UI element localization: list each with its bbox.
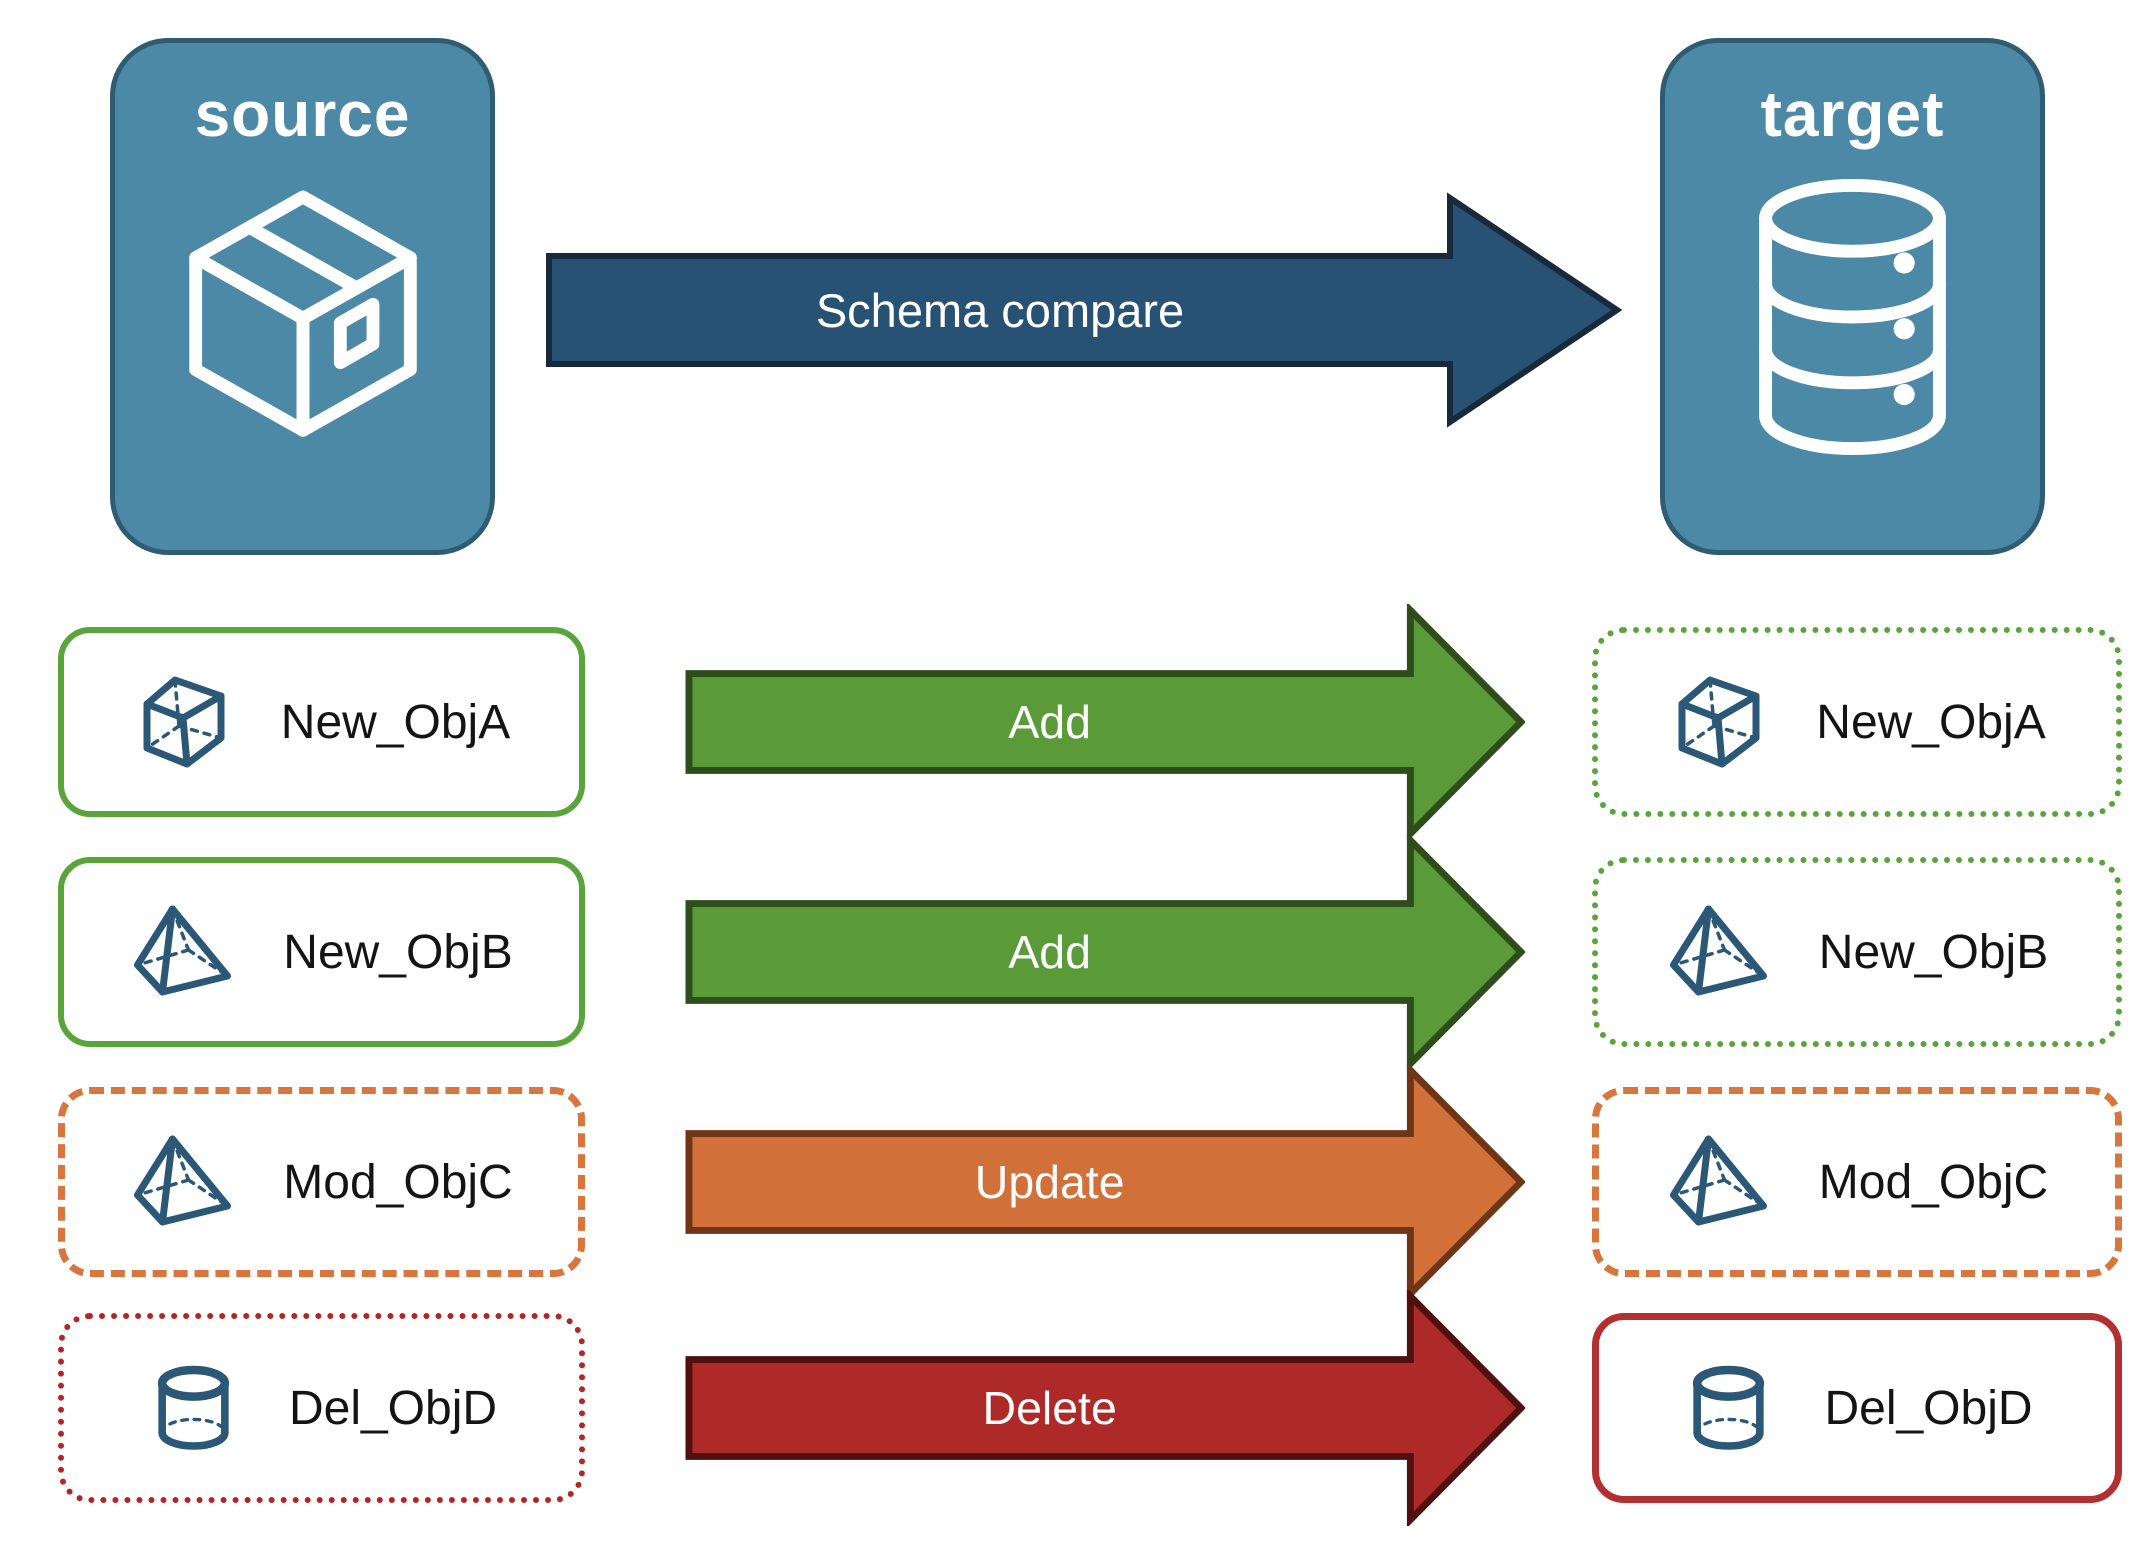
- delete-arrow-label: Delete: [983, 1382, 1117, 1434]
- source-object-new-objb: New_ObjB: [58, 857, 585, 1047]
- target-object-mod-objc: Mod_ObjC: [1592, 1087, 2122, 1277]
- add-arrow: Add: [685, 604, 1525, 840]
- add-arrow-label: Add: [1008, 696, 1091, 748]
- pyramid-icon: [1669, 1135, 1767, 1226]
- target-title: target: [1760, 78, 1945, 150]
- source-object-mod-objc: Mod_ObjC: [58, 1087, 585, 1277]
- add-arrow: Add: [685, 834, 1525, 1070]
- target-object-del-objd: Del_ObjD: [1592, 1313, 2122, 1503]
- cylinder-icon: [1693, 1365, 1765, 1450]
- object-label: New_ObjB: [1818, 925, 2049, 979]
- update-arrow: Update: [685, 1064, 1525, 1300]
- schema-compare-label: Schema compare: [816, 284, 1184, 337]
- object-label: Mod_ObjC: [283, 1155, 513, 1209]
- object-label: Del_ObjD: [288, 1381, 498, 1435]
- object-label: New_ObjB: [283, 925, 513, 979]
- source-box: source: [110, 38, 495, 555]
- database-icon: [1759, 178, 1946, 456]
- delete-arrow: Delete: [685, 1290, 1525, 1526]
- pyramid-icon: [134, 905, 232, 996]
- pyramid-icon: [134, 1135, 232, 1226]
- cylinder-icon: [157, 1365, 230, 1450]
- target-object-new-objb: New_ObjB: [1592, 857, 2122, 1047]
- pyramid-icon: [1669, 905, 1767, 996]
- object-label: Del_ObjD: [1824, 1381, 2033, 1435]
- schema-compare-arrow: Schema compare: [546, 192, 1623, 428]
- add-arrow-label: Add: [1008, 926, 1091, 978]
- object-label: Mod_ObjC: [1818, 1155, 2049, 1209]
- target-box: target: [1660, 38, 2045, 555]
- source-object-new-obja: New_ObjA: [58, 627, 585, 817]
- package-icon: [188, 190, 417, 437]
- source-title: source: [194, 78, 411, 150]
- cube-icon: [143, 676, 225, 768]
- source-object-del-objd: Del_ObjD: [58, 1313, 585, 1503]
- update-arrow-label: Update: [975, 1156, 1125, 1208]
- object-label: New_ObjA: [1816, 695, 2046, 749]
- target-object-new-obja: New_ObjA: [1592, 627, 2122, 817]
- object-label: New_ObjA: [280, 695, 511, 749]
- cube-icon: [1678, 676, 1760, 768]
